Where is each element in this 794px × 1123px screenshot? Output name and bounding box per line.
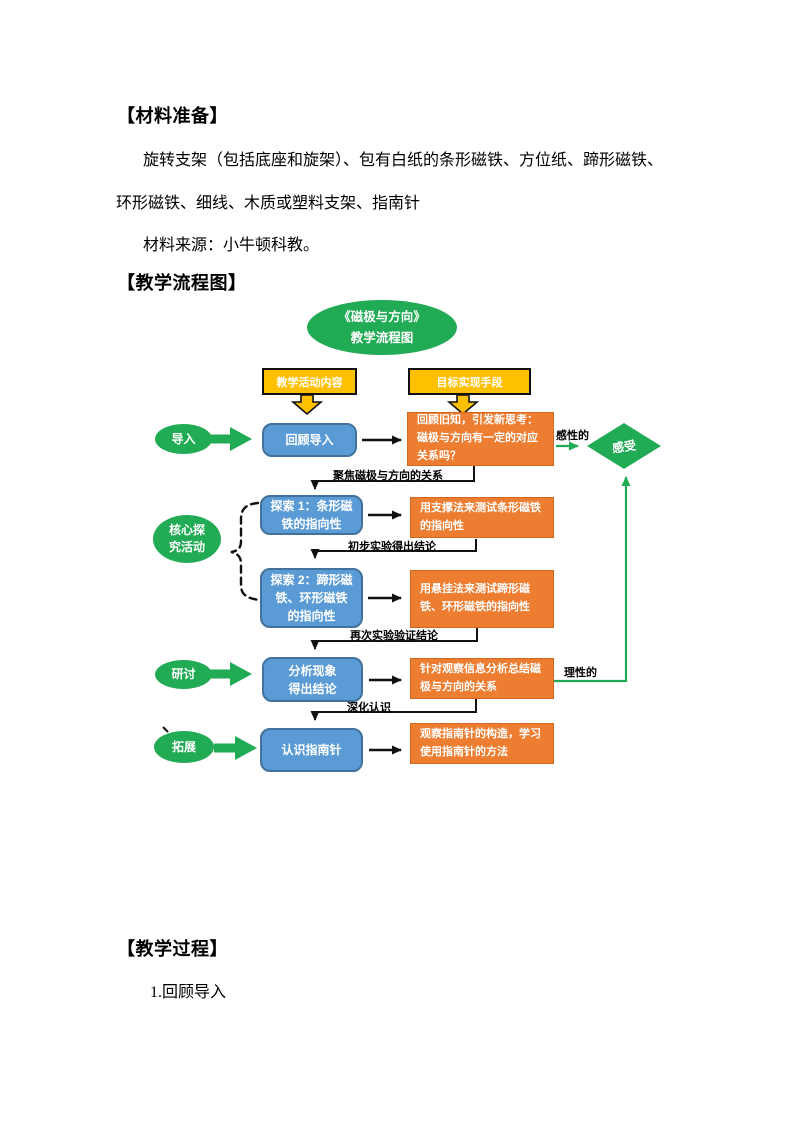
column-header-activities: 教学活动内容 (262, 368, 357, 395)
activity-review-box: 回顾导入 (262, 423, 357, 457)
section-heading-flowchart: 【教学流程图】 (117, 273, 247, 293)
label-deepen: 深化认识 (347, 702, 391, 714)
green-line-rational (554, 476, 631, 683)
stage-core-ellipse: 核心探 究活动 (153, 515, 221, 563)
elbow-deepen (310, 699, 477, 721)
activity-analyze-box: 分析现象 得出结论 (262, 657, 363, 702)
method-explore1-box: 用支撑法来测试条形磁铁 的指向性 (410, 497, 554, 538)
materials-line-2: 环形磁铁、细线、木质或塑料支架、指南针 (116, 195, 421, 212)
column-header-methods: 目标实现手段 (408, 368, 531, 395)
result-diamond-label: 感受 (611, 437, 637, 456)
method-analyze-box: 针对观察信息分析总结磁 极与方向的关系 (410, 658, 554, 699)
flowchart-title-ellipse: 《磁极与方向》 教学流程图 (307, 300, 457, 355)
method-explore2-box: 用悬挂法来测试蹄形磁 铁、环形磁铁的指向性 (410, 570, 554, 628)
process-step-1: 1.回顾导入 (150, 984, 227, 1001)
label-initial-conclusion: 初步实验得出结论 (348, 541, 436, 553)
section-heading-materials: 【材料准备】 (117, 106, 228, 126)
stray-tick (162, 726, 169, 733)
green-arrow-intro (208, 427, 252, 451)
label-focus: 聚焦磁极与方向的关系 (333, 470, 443, 482)
label-rational: 理性的 (564, 667, 597, 679)
stage-extend-ellipse: 拓展 (154, 731, 214, 763)
stage-intro-ellipse: 导入 (155, 424, 212, 454)
materials-source-line: 材料来源：小牛顿科教。 (143, 237, 320, 254)
section-heading-process: 【教学过程】 (117, 939, 228, 959)
materials-line-1: 旋转支架（包括底座和旋架）、包有白纸的条形磁铁、方位纸、蹄形磁铁、 (143, 152, 664, 169)
activity-compass-box: 认识指南针 (260, 728, 363, 772)
method-compass-box: 观察指南针的构造，学习 使用指南针的方法 (410, 723, 554, 764)
label-perceptual: 感性的 (556, 430, 589, 442)
dashed-brace (230, 501, 261, 602)
activity-explore2-box: 探索 2：蹄形磁 铁、环形磁铁 的指向性 (260, 568, 363, 628)
green-arrow-discuss (208, 662, 252, 686)
activity-explore1-box: 探索 1：条形磁 铁的指向性 (260, 495, 363, 535)
label-verify-conclusion: 再次实验验证结论 (350, 630, 438, 642)
method-review-box: 回顾旧知，引发新思考： 磁极与方向有一定的对应 关系吗？ (407, 412, 554, 466)
green-arrow-extend (214, 736, 257, 760)
yellow-down-arrow-left (290, 394, 324, 416)
stage-discuss-ellipse: 研讨 (155, 660, 212, 689)
